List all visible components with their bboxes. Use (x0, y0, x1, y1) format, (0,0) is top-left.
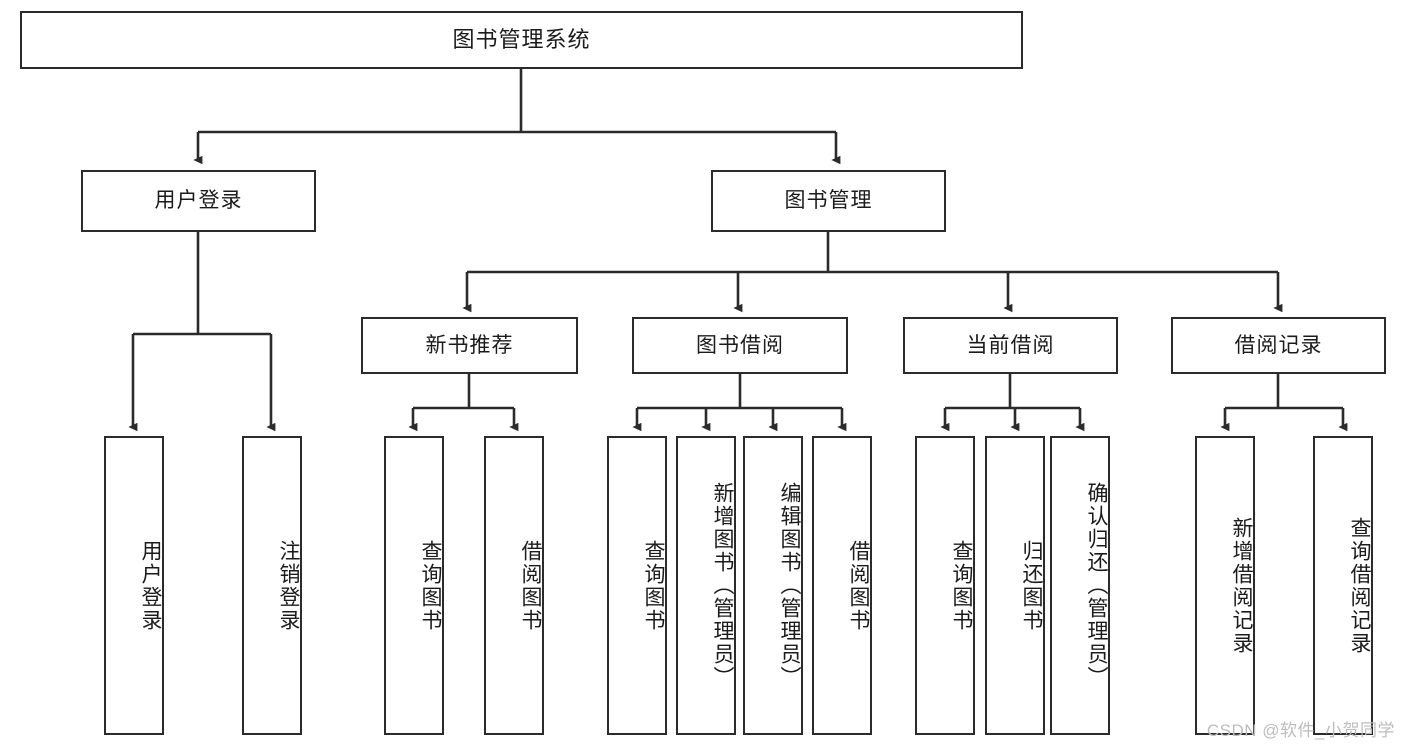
node-user-login-label: 用户登录 (154, 189, 243, 213)
node-user-login[interactable]: 用户登录 (81, 170, 316, 232)
node-leaf-query-book-3-label: 查询图书 (950, 539, 973, 632)
node-root-system[interactable]: 图书管理系统 (20, 11, 1023, 69)
node-leaf-add-book[interactable]: 新增图书（管理员） (676, 436, 736, 735)
csdn-watermark: CSDN @软件_小贺同学 (1206, 721, 1395, 740)
node-leaf-logout[interactable]: 注销登录 (242, 436, 302, 735)
node-leaf-borrow-book-2-label: 借阅图书 (847, 539, 870, 632)
node-current-borrow[interactable]: 当前借阅 (903, 317, 1118, 374)
node-current-borrow-label: 当前借阅 (966, 333, 1055, 357)
node-new-book-recommend-label: 新书推荐 (425, 333, 514, 357)
node-leaf-query-record[interactable]: 查询借阅记录 (1313, 436, 1373, 735)
node-leaf-query-book-1-label: 查询图书 (419, 539, 442, 632)
node-borrow-record-label: 借阅记录 (1234, 333, 1323, 357)
node-book-manage[interactable]: 图书管理 (711, 170, 946, 232)
node-leaf-confirm-return-label: 确认归还（管理员） (1085, 482, 1108, 689)
node-leaf-query-book-1[interactable]: 查询图书 (384, 436, 444, 735)
node-book-borrow-label: 图书借阅 (696, 333, 784, 357)
node-leaf-query-book-2[interactable]: 查询图书 (607, 436, 667, 735)
node-leaf-add-book-label: 新增图书（管理员） (711, 482, 734, 689)
node-leaf-borrow-book-2[interactable]: 借阅图书 (812, 436, 872, 735)
node-leaf-edit-book[interactable]: 编辑图书（管理员） (743, 436, 803, 735)
node-leaf-user-login[interactable]: 用户登录 (104, 436, 164, 735)
node-leaf-confirm-return[interactable]: 确认归还（管理员） (1050, 436, 1110, 735)
node-leaf-borrow-book-1-label: 借阅图书 (519, 539, 542, 632)
node-leaf-query-book-3[interactable]: 查询图书 (915, 436, 975, 735)
node-leaf-user-login-label: 用户登录 (139, 539, 162, 632)
node-leaf-logout-label: 注销登录 (277, 539, 300, 632)
node-book-borrow[interactable]: 图书借阅 (632, 317, 848, 374)
node-leaf-query-book-2-label: 查询图书 (642, 539, 665, 632)
node-root-label: 图书管理系统 (452, 26, 591, 52)
node-leaf-edit-book-label: 编辑图书（管理员） (778, 482, 801, 689)
node-leaf-add-record-label: 新增借阅记录 (1230, 516, 1253, 655)
node-leaf-add-record[interactable]: 新增借阅记录 (1195, 436, 1255, 735)
node-leaf-return-book-label: 归还图书 (1020, 539, 1043, 632)
node-borrow-record[interactable]: 借阅记录 (1171, 317, 1386, 374)
node-leaf-return-book[interactable]: 归还图书 (985, 436, 1045, 735)
node-leaf-borrow-book-1[interactable]: 借阅图书 (484, 436, 544, 735)
node-book-manage-label: 图书管理 (784, 189, 873, 213)
node-new-book-recommend[interactable]: 新书推荐 (361, 317, 578, 374)
node-leaf-query-record-label: 查询借阅记录 (1348, 516, 1371, 655)
